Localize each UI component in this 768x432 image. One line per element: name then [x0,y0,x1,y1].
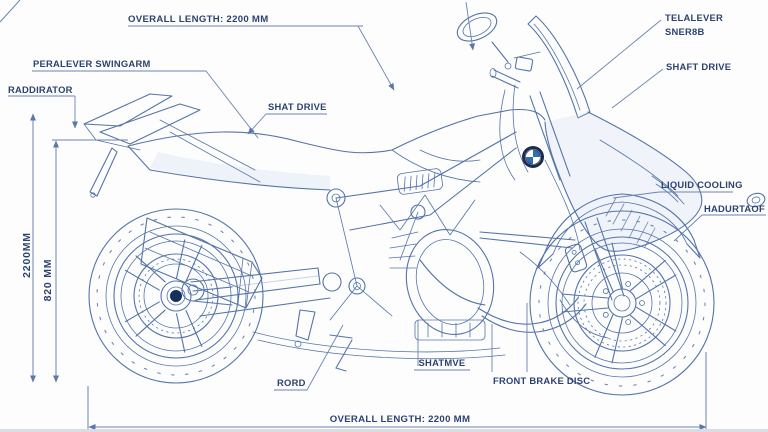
fuel-tank [391,108,546,195]
frame-trellis [322,131,517,321]
label-front-brake-disc: FRONT BRAKE DISC [493,375,590,386]
tail-and-seat [83,93,393,198]
handlebar-cluster [489,51,541,181]
windscreen [527,15,591,119]
footpeg-and-stand [294,309,353,372]
exhaust-pipes [252,251,587,360]
label-rord: RORD [277,377,306,388]
exhaust-muffler [140,217,263,309]
label-shaft-drive-left: SHAT DRIVE [268,101,327,112]
paralever-swingarm [190,267,331,317]
front-wheel [529,210,715,396]
front-fairing [544,111,766,252]
label-overall-length-bottom: OVERALL LENGTH: 2200 MM [330,414,471,425]
rear-wheel [88,208,264,384]
label-front-fender: HADURTAOF [704,203,765,214]
label-telelever-line2: SNER8B [665,26,705,37]
rear-hub-dot [170,290,182,302]
motorcycle-drawing [83,12,766,396]
fairing-vent-hatch [605,197,656,248]
label-liquid-cooling: LIQUID COOLING [661,179,743,190]
label-telelever-line1: TELALEVER [665,12,723,23]
label-overall-height: 2200MM [21,232,33,278]
fairing-shading [545,112,702,252]
label-paralever-swingarm: PERALEVER SWINGARM [33,58,151,69]
label-seat-height: 820 MM [42,259,54,302]
bottom-edge-strip [0,429,768,432]
labels: OVERALL LENGTH: 2200 MM PERALEVER SWINGA… [8,12,765,425]
bmw-roundel-icon [522,146,544,168]
engine-block [388,228,495,341]
label-shatmve: SHATMVE [419,357,466,368]
label-radiator: RADDIRATOR [8,84,73,95]
mirror [456,12,509,63]
label-overall-length-top: OVERALL LENGTH: 2200 MM [128,14,269,25]
label-shaft-drive-right: SHAFT DRIVE [666,61,731,72]
